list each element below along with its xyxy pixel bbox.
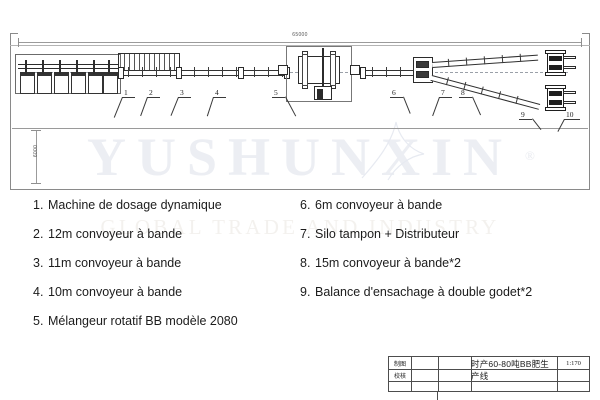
legend-item-4: 4. 10m convoyeur à bande xyxy=(33,285,313,299)
legend-item-6-text: 6m convoyeur à bande xyxy=(315,198,443,212)
title-block-drawn-label: 制图 xyxy=(393,361,406,368)
legend-item-5-text: Mélangeur rotatif BB modèle 2080 xyxy=(48,313,238,328)
legend-item-3-text: 11m convoyeur à bande xyxy=(48,255,182,270)
height-dimension: 6000 xyxy=(30,130,42,184)
legend-item-2-text: 12m convoyeur à bande xyxy=(48,226,183,241)
bagging-scale-lower xyxy=(539,85,576,111)
legend-item-9-text: Balance d'ensachage à double godet*2 xyxy=(315,284,533,299)
callout-5-label: 5 xyxy=(274,88,278,97)
bagging-scale-upper xyxy=(539,50,576,76)
callout-8-label: 8 xyxy=(461,88,465,97)
legend-item-6-number: 6. xyxy=(300,198,311,212)
legend-item-1-text: Machine de dosage dynamique xyxy=(48,198,222,212)
legend-item-9: 9. Balance d'ensachage à double godet*2 xyxy=(300,285,590,299)
legend-item-2-number: 2. xyxy=(33,226,44,241)
title-block-drawn-value[interactable] xyxy=(411,357,438,369)
callout-2-label: 2 xyxy=(149,88,153,97)
legend-column-left: 1. Machine de dosage dynamique 2. 12m co… xyxy=(33,198,313,342)
legend-item-5-number: 5. xyxy=(33,313,44,328)
title-block-checked-value[interactable] xyxy=(411,369,438,381)
legend-item-3-number: 3. xyxy=(33,255,44,270)
title-block: 制图 校核 时产60-80吨BB肥生产线 1:170 xyxy=(388,356,590,392)
legend-column-right: 6. 6m convoyeur à bande 7. Silo tampon +… xyxy=(300,198,590,314)
ground-reference-line xyxy=(12,128,588,129)
callout-10-label: 10 xyxy=(566,110,574,119)
overall-length-dimension: 65000 xyxy=(18,32,582,47)
legend-item-6: 6. 6m convoyeur à bande xyxy=(300,198,590,212)
legend-item-9-number: 9. xyxy=(300,284,311,299)
overall-length-dimension-value: 65000 xyxy=(289,32,311,38)
legend-item-5: 5. Mélangeur rotatif BB modèle 2080 xyxy=(33,314,313,328)
legend-item-7: 7. Silo tampon + Distributeur xyxy=(300,227,590,241)
legend-item-8-text: 15m convoyeur à bande*2 xyxy=(315,255,461,270)
callout-6-label: 6 xyxy=(392,88,396,97)
watermark-brand: YUSHUNXIN xyxy=(86,127,514,187)
legend-item-8: 8. 15m convoyeur à bande*2 xyxy=(300,256,590,270)
legend-item-1: 1. Machine de dosage dynamique xyxy=(33,198,313,212)
legend-item-4-text: 10m convoyeur à bande xyxy=(48,284,183,299)
title-block-scale: 1:170 xyxy=(566,359,581,367)
drawing-frame-inner-rule xyxy=(10,45,590,46)
title-block-extension-line xyxy=(437,392,438,400)
title-block-checked-label: 校核 xyxy=(393,373,406,380)
watermark-registered-mark: ® xyxy=(525,148,535,163)
callout-1-label: 1 xyxy=(124,88,128,97)
buffer-silo-distributor xyxy=(413,57,433,83)
bb-rotary-mixer-2080 xyxy=(278,46,360,102)
callout-9-label: 9 xyxy=(521,110,525,119)
watermark-tagline: GLOBAL TRADE AND INDUSTRY xyxy=(100,215,500,239)
legend-item-2: 2. 12m convoyeur à bande xyxy=(33,227,313,241)
height-dimension-value: 6000 xyxy=(33,144,39,158)
watermark-logo-icon xyxy=(361,121,425,181)
callout-4-label: 4 xyxy=(215,88,219,97)
legend-item-4-number: 4. xyxy=(33,284,44,299)
legend-item-7-text: Silo tampon + Distributeur xyxy=(315,226,460,241)
title-block-title: 时产60-80吨BB肥生产线 xyxy=(471,358,549,381)
callout-7-label: 7 xyxy=(441,88,445,97)
legend-item-3: 3. 11m convoyeur à bande xyxy=(33,256,313,270)
legend-item-7-number: 7. xyxy=(300,226,311,241)
legend-item-1-number: 1. xyxy=(33,198,44,212)
dynamic-dosing-machine xyxy=(15,52,121,96)
callout-3-label: 3 xyxy=(180,88,184,97)
equipment-legend: 1. Machine de dosage dynamique 2. 12m co… xyxy=(0,198,600,348)
legend-item-8-number: 8. xyxy=(300,255,311,270)
machine-centre-line xyxy=(20,72,568,73)
